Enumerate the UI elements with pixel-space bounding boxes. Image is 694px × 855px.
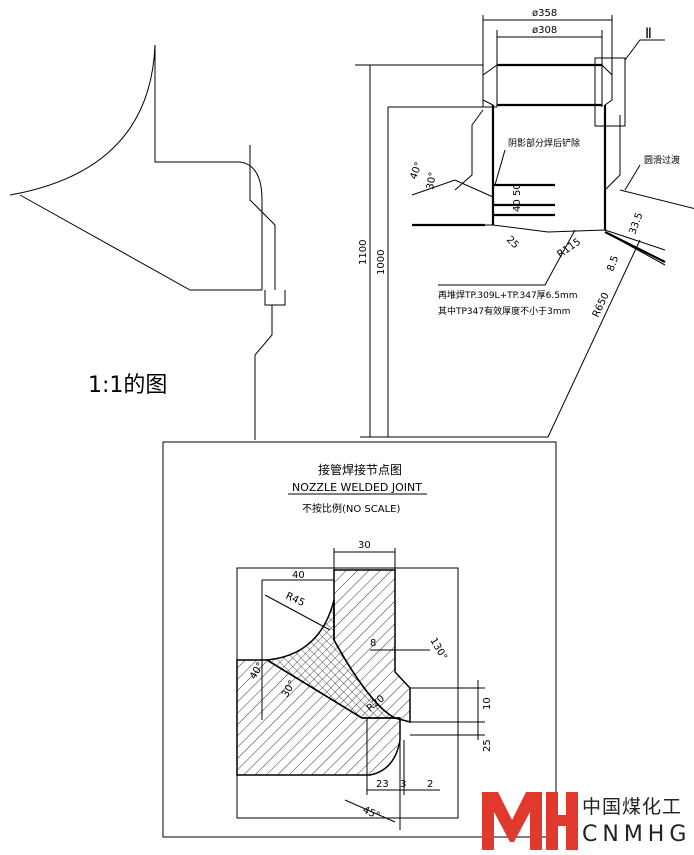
detail-dim-25: 25 xyxy=(482,739,493,752)
detail-angle-130: 130° xyxy=(427,636,449,662)
detail-dim-23: 23 xyxy=(376,779,389,790)
detail-dim-2: 2 xyxy=(427,779,433,790)
note-smooth-transition: 圆滑过渡 xyxy=(644,154,680,166)
dim-inner-diameter: ø308 xyxy=(532,25,557,36)
dim-r650: R650 xyxy=(591,291,612,319)
note-overlay-line2: 其中TP347有效厚度不小于3mm xyxy=(438,305,570,317)
detail-view: 接管焊接节点图 NOZZLE WELDED JOINT 不按比例(NO SCAL… xyxy=(162,441,557,838)
dim-33-5: 33.5 xyxy=(627,211,645,236)
dim-25: 25 xyxy=(504,234,521,251)
note-shadow-removal: 阴影部分焊后铲除 xyxy=(508,137,580,149)
logo-text-en: CNMHG xyxy=(582,822,692,847)
logo-mark xyxy=(482,792,578,850)
detail-title-en: NOZZLE WELDED JOINT xyxy=(292,481,422,494)
dim-8-5: 8.5 xyxy=(605,254,621,273)
detail-dim-3: 3 xyxy=(400,779,406,790)
dim-50: 50 xyxy=(512,183,523,196)
scale-label: 1:1的图 xyxy=(88,373,167,398)
detail-dim-8: 8 xyxy=(370,638,376,649)
detail-dim-40: 40 xyxy=(292,570,305,581)
angle-30: 30° xyxy=(425,171,439,190)
detail-ref-label: Ⅱ xyxy=(645,26,652,42)
detail-dim-30: 30 xyxy=(358,540,371,551)
detail-angle-45: 45° xyxy=(361,805,382,822)
detail-scale-note: 不按比例(NO SCALE) xyxy=(302,502,400,515)
note-overlay-line1: 再堆焊TP.309L+TP.347厚6.5mm xyxy=(438,289,578,301)
detail-dim-r45: R45 xyxy=(284,591,306,609)
logo-text-cn: 中国煤化工 xyxy=(582,796,683,818)
detail-title-cn: 接管焊接节点图 xyxy=(318,462,402,477)
dim-1100: 1100 xyxy=(358,240,369,265)
angle-40: 40° xyxy=(408,161,424,181)
main-view: ø358 ø308 Ⅱ 1100 1000 40° 30° 50 40 25 R… xyxy=(355,8,694,438)
left-sketch: 1:1的图 xyxy=(9,44,286,440)
dim-outer-diameter: ø358 xyxy=(532,8,557,19)
detail-dim-10: 10 xyxy=(482,697,493,710)
dim-40: 40 xyxy=(512,199,523,212)
dim-1000: 1000 xyxy=(376,250,387,275)
